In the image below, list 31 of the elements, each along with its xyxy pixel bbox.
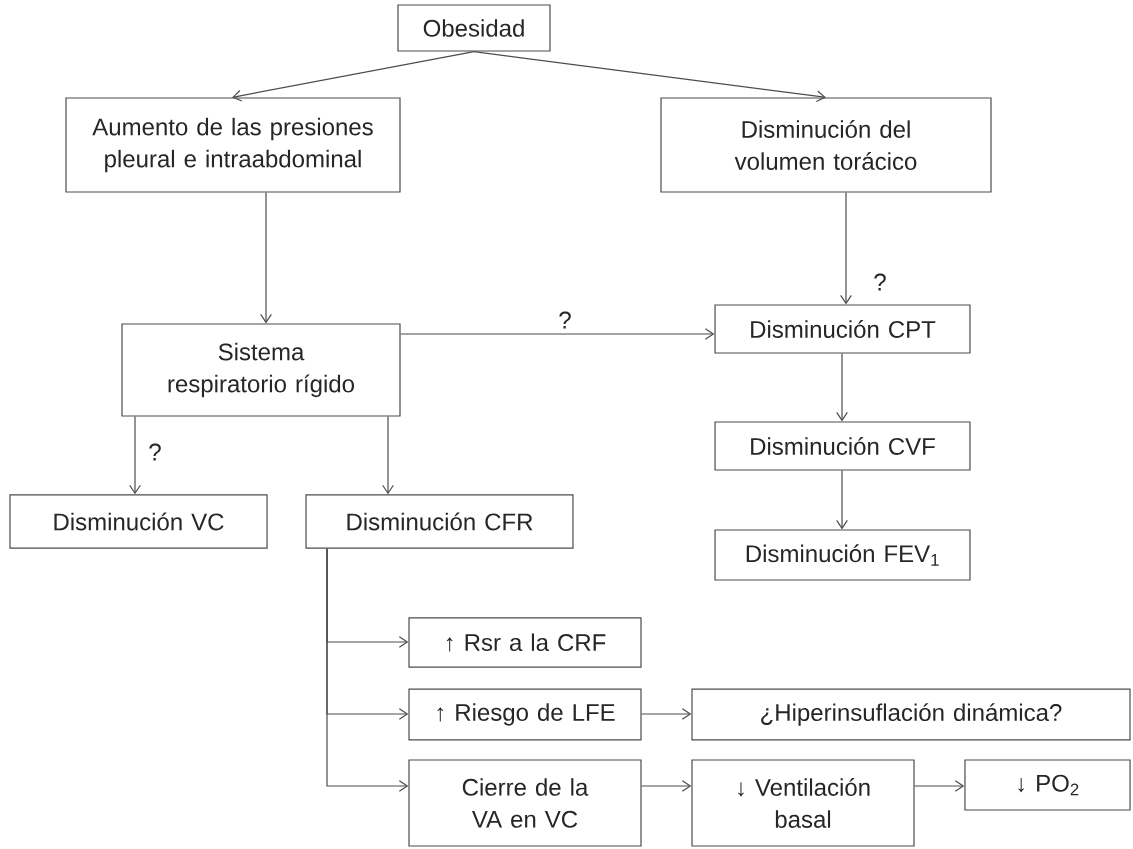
- process-box: ↑ Rsr a la CRF: [408, 617, 642, 668]
- arrow: [840, 192, 852, 305]
- process-box: Aumento de las presiones pleural e intraabdominal: [65, 97, 401, 193]
- arrow: [326, 548, 409, 792]
- process-box: ¿Hiperinsuflación dinámica?: [691, 688, 1131, 741]
- process-box: Disminución FEV$_{1}$: [714, 529, 971, 581]
- process-box: ↑ Riesgo de LFE: [408, 688, 642, 741]
- arrow: [260, 192, 272, 324]
- process-box: Disminución CFR: [305, 494, 574, 549]
- arrow: [382, 416, 394, 495]
- edge-label: ?: [147, 442, 163, 462]
- arrow: [836, 470, 848, 530]
- arrow: [232, 51, 475, 102]
- arrow: [129, 416, 141, 495]
- process-box: Disminución del volumen torácico: [660, 97, 992, 193]
- process-box: ↓ Ventilación basal: [691, 759, 915, 847]
- arrow: [836, 353, 848, 422]
- edge-label: ?: [557, 310, 573, 330]
- process-box: Disminución CPT: [714, 304, 971, 354]
- process-box: Sistema respiratorio rígido: [121, 323, 401, 417]
- arrow: [641, 780, 692, 792]
- process-box: Cierre de la VA en VC: [408, 759, 642, 847]
- process-box: Obesidad: [397, 4, 551, 52]
- arrow: [914, 780, 965, 792]
- process-box: Disminución VC: [9, 494, 268, 549]
- process-box: ↓ PO$_{2}$: [964, 759, 1131, 811]
- edge-label: ?: [872, 272, 888, 292]
- arrow: [400, 328, 715, 340]
- arrow: [641, 708, 692, 720]
- process-box: Disminución CVF: [714, 421, 971, 471]
- arrow: [473, 51, 826, 103]
